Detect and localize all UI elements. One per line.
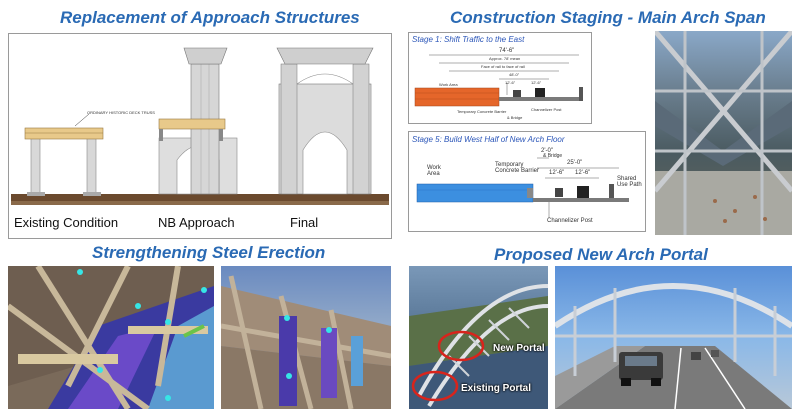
approach-section-title: Replacement of Approach Structures — [60, 8, 360, 27]
stage5-label-barrier: Temporary Concrete Barrier — [495, 162, 540, 174]
caption-nb-approach: NB Approach — [158, 215, 235, 230]
stage5-dim-2ft: 2'-0" — [541, 148, 553, 154]
stage1-dim-lane-b: 12'-6" — [531, 80, 542, 85]
portal-section-title: Proposed New Arch Portal — [494, 245, 708, 264]
staging-section-title: Construction Staging - Main Arch Span — [450, 8, 766, 27]
portal-rendering-photo — [555, 266, 792, 409]
stage5-title: Stage 5: Build West Half of New Arch Flo… — [412, 135, 565, 144]
existing-condition-structure — [24, 113, 104, 196]
stage1-diagram: Stage 1: Shift Traffic to the East 74'-6… — [408, 32, 592, 124]
existing-portal-highlight — [411, 370, 459, 402]
caption-final: Final — [290, 215, 319, 230]
approach-diagram — [11, 47, 389, 205]
approach-diagram-panel: ORDINARY HISTORIC DECK TRUSS — [8, 33, 392, 239]
stage5-work-area — [416, 183, 534, 203]
stage1-dim-mean: Approx. 78' mean — [489, 56, 521, 61]
stage5-label-bridge: & Bridge — [543, 153, 563, 159]
existing-condition-note: ORDINARY HISTORIC DECK TRUSS — [87, 110, 155, 115]
stage1-label-post: Channelizer Post — [531, 107, 562, 112]
stage1-work-area — [414, 87, 500, 107]
stage1-label-barrier: Temporary Concrete Barrier — [457, 109, 507, 114]
steel-erection-photo-2 — [221, 266, 391, 409]
stage5-dim-lane-b: 12'-6" — [575, 170, 591, 176]
final-structure — [276, 47, 374, 195]
stage1-label-work-area: Work Area — [439, 82, 458, 87]
stage5-label-post: Channelizer Post — [547, 218, 593, 224]
stage1-dim-lane-a: 12'-6" — [505, 80, 516, 85]
stage1-title: Stage 1: Shift Traffic to the East — [412, 35, 525, 44]
stage5-diagram: Stage 5: Build West Half of New Arch Flo… — [408, 131, 646, 232]
arch-span-deck-photo — [655, 31, 792, 235]
stage5-label-work-area: Work Area — [427, 165, 441, 177]
ground-strip — [11, 194, 389, 201]
stage1-dim-48: 48'-0" — [509, 72, 520, 77]
stage1-label-bridge: & Bridge — [507, 115, 523, 120]
steel-section-title: Strengthening Steel Erection — [92, 243, 326, 262]
existing-portal-label: Existing Portal — [461, 383, 532, 394]
stage1-dim-rail: Face of rail to face of rail — [481, 64, 525, 69]
nb-approach-structure — [158, 47, 238, 195]
stage5-label-shared-path: Shared Use Path — [617, 176, 642, 188]
steel-erection-photo-1 — [8, 266, 214, 409]
stage1-dim-top: 74'-6" — [499, 48, 515, 54]
suv-vehicle — [619, 352, 663, 386]
new-portal-label: New Portal — [493, 343, 545, 354]
stage5-dim-lane-a: 12'-6" — [549, 170, 565, 176]
caption-existing-condition: Existing Condition — [14, 215, 119, 230]
stage5-dim-25ft: 25'-0" — [567, 160, 583, 166]
portal-aerial-photo: New Portal Existing Portal — [409, 266, 548, 409]
new-portal-highlight — [437, 330, 485, 362]
